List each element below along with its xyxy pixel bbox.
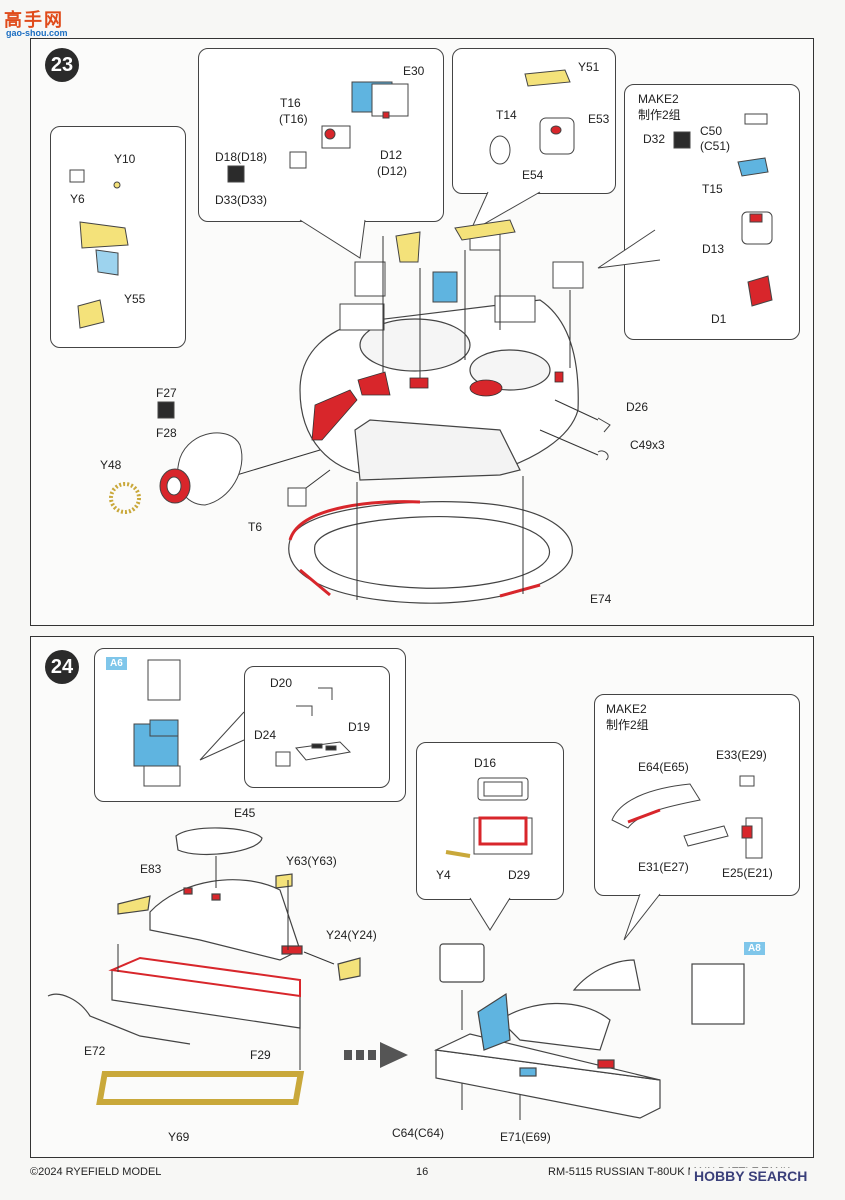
detail-box-hatch-top xyxy=(452,48,616,194)
label-t6: T6 xyxy=(248,520,263,534)
part-t6 xyxy=(287,487,307,507)
label-y55: Y55 xyxy=(124,292,146,306)
label-d26: D26 xyxy=(626,400,649,414)
label-c50: C50 xyxy=(700,124,723,138)
label-e33: E33(E29) xyxy=(716,748,767,762)
ring-y48 xyxy=(109,482,141,514)
label-d1: D1 xyxy=(711,312,727,326)
label-y6: Y6 xyxy=(70,192,85,206)
step-24-number: 24 xyxy=(45,650,79,684)
label-y63: Y63(Y63) xyxy=(286,854,337,868)
footer-page-number: 16 xyxy=(416,1166,429,1178)
mantlet-cover-f28 xyxy=(159,432,243,506)
turret-hatch-parts xyxy=(339,219,584,331)
badge-a6: A6 xyxy=(106,657,127,670)
detail-box-hatch-left xyxy=(198,48,444,222)
label-e71: E71(E69) xyxy=(500,1130,551,1144)
label-f29: F29 xyxy=(250,1048,271,1062)
label-make2: MAKE2 xyxy=(638,92,679,106)
badge-a8: A8 xyxy=(744,942,765,955)
label-make2-24: MAKE2 xyxy=(606,702,647,716)
detail-box-d19 xyxy=(244,666,390,788)
footer-copyright: ©2024 RYEFIELD MODEL xyxy=(30,1166,162,1178)
label-make2-cn-24: 制作2组 xyxy=(606,718,649,732)
label-make2-cn: 制作2组 xyxy=(638,108,681,122)
label-d33: D33(D33) xyxy=(215,193,268,207)
label-d13: D13 xyxy=(702,242,725,256)
label-e30: E30 xyxy=(403,64,425,78)
watermark-hobby-search: HOBBY SEARCH xyxy=(690,1168,812,1184)
label-c64: C64(C64) xyxy=(392,1126,445,1140)
label-y10: Y10 xyxy=(114,152,136,166)
label-t14: T14 xyxy=(496,108,517,122)
watermark-logo: 高手网 xyxy=(4,10,64,30)
label-f28: F28 xyxy=(156,426,177,440)
label-e53: E53 xyxy=(588,112,610,126)
finished-hull-assembly xyxy=(433,943,745,1119)
a6-stowage-boxes xyxy=(133,659,181,787)
label-d16: D16 xyxy=(474,756,497,770)
label-d19: D19 xyxy=(348,720,371,734)
d19-parts xyxy=(275,687,352,767)
label-y4: Y4 xyxy=(436,868,451,882)
label-y51: Y51 xyxy=(578,60,600,74)
label-e83: E83 xyxy=(140,862,162,876)
label-c51: (C51) xyxy=(700,139,731,153)
label-e74: E74 xyxy=(590,592,612,606)
label-y69: Y69 xyxy=(168,1130,190,1144)
label-e64: E64(E65) xyxy=(638,760,689,774)
label-e31: E31(E27) xyxy=(638,860,689,874)
label-d24: D24 xyxy=(254,728,277,742)
label-d20: D20 xyxy=(270,676,293,690)
label-e25: E25(E21) xyxy=(722,866,773,880)
label-t15: T15 xyxy=(702,182,723,196)
y6-parts xyxy=(69,169,129,329)
label-y24: Y24(Y24) xyxy=(326,928,377,942)
turret-red-parts xyxy=(311,371,564,441)
label-t16: T16 xyxy=(280,96,301,110)
label-t16b: (T16) xyxy=(279,112,308,126)
label-e72: E72 xyxy=(84,1044,106,1058)
label-y48: Y48 xyxy=(100,458,122,472)
label-d32: D32 xyxy=(643,132,666,146)
make2-parts xyxy=(157,113,773,419)
label-e45: E45 xyxy=(234,806,256,820)
label-f27: F27 xyxy=(156,386,177,400)
hatch-top-parts xyxy=(489,69,575,165)
label-c49: C49x3 xyxy=(630,438,665,452)
hull-roof-e83 xyxy=(47,827,361,1105)
direction-arrow xyxy=(344,1042,408,1068)
hatch-detail-parts xyxy=(289,81,409,169)
watermark-site: gao-shou.com xyxy=(6,28,68,38)
make2-24-parts xyxy=(611,775,763,859)
turret-ring-e74 xyxy=(288,500,573,604)
d16-parts xyxy=(445,777,533,858)
label-d12b: (D12) xyxy=(377,164,408,178)
label-d29: D29 xyxy=(508,868,531,882)
label-e54: E54 xyxy=(522,168,544,182)
label-d18: D18(D18) xyxy=(215,150,268,164)
label-d12: D12 xyxy=(380,148,403,162)
step-23-number: 23 xyxy=(45,48,79,82)
